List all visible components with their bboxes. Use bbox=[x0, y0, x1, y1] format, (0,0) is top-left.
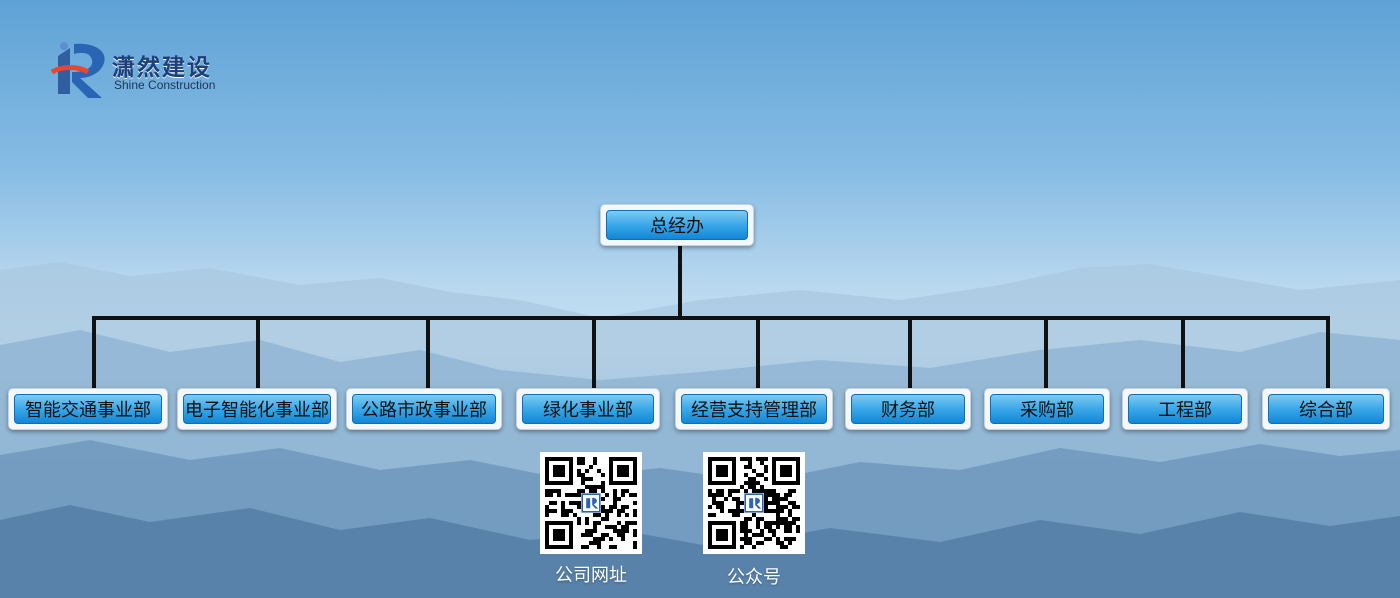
org-node-department[interactable]: 公路市政事业部 bbox=[346, 388, 502, 430]
logo-mark-icon bbox=[50, 42, 105, 98]
logo-english-name: Shine Construction bbox=[114, 78, 216, 92]
org-node-department[interactable]: 综合部 bbox=[1262, 388, 1390, 430]
org-node-root[interactable]: 总经办 bbox=[600, 204, 754, 246]
org-node-department-label: 经营支持管理部 bbox=[681, 394, 827, 424]
org-node-department[interactable]: 智能交通事业部 bbox=[8, 388, 168, 430]
org-node-department[interactable]: 工程部 bbox=[1122, 388, 1248, 430]
org-node-department-label: 综合部 bbox=[1268, 394, 1384, 424]
qr-code-official-account-icon bbox=[708, 457, 800, 549]
logo-chinese-name: 潇然建设 bbox=[112, 55, 212, 81]
qr-code-website-icon bbox=[545, 457, 637, 549]
org-node-department-label: 电子智能化事业部 bbox=[183, 394, 331, 424]
qr-code-official-account[interactable] bbox=[703, 452, 805, 554]
org-node-department-label: 财务部 bbox=[851, 394, 965, 424]
org-node-department-label: 智能交通事业部 bbox=[14, 394, 162, 424]
org-node-department[interactable]: 电子智能化事业部 bbox=[177, 388, 337, 430]
org-node-department[interactable]: 绿化事业部 bbox=[516, 388, 660, 430]
qr-label-official-account: 公众号 bbox=[727, 567, 781, 588]
org-node-department-label: 工程部 bbox=[1128, 394, 1242, 424]
org-node-department-label: 采购部 bbox=[990, 394, 1104, 424]
org-node-root-label: 总经办 bbox=[606, 210, 748, 240]
qr-code-website[interactable] bbox=[540, 452, 642, 554]
org-node-department[interactable]: 采购部 bbox=[984, 388, 1110, 430]
company-logo: 潇然建设 Shine Construction bbox=[44, 38, 244, 102]
org-node-department[interactable]: 财务部 bbox=[845, 388, 971, 430]
org-node-department[interactable]: 经营支持管理部 bbox=[675, 388, 833, 430]
org-node-department-label: 绿化事业部 bbox=[522, 394, 654, 424]
org-node-department-label: 公路市政事业部 bbox=[352, 394, 496, 424]
qr-label-website: 公司网址 bbox=[555, 565, 627, 586]
